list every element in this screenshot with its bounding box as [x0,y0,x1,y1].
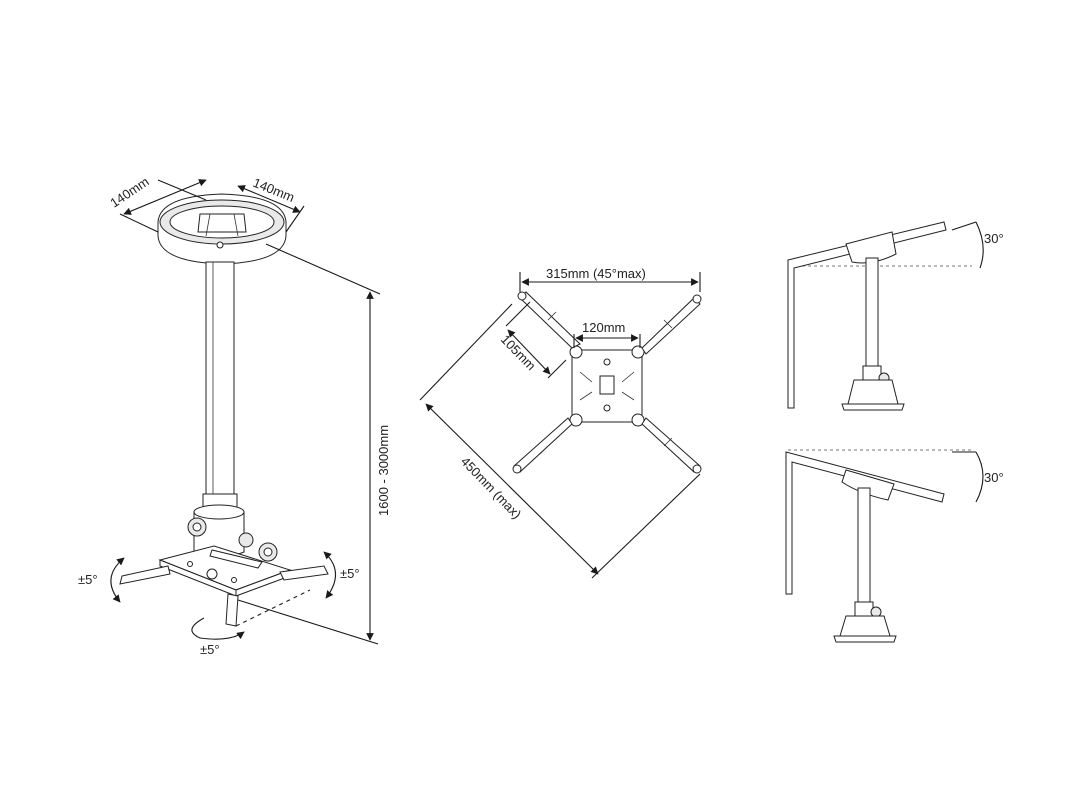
height-range-label: 1600 - 3000mm [376,425,391,516]
angled-ceiling-view-bottom [785,449,984,643]
plate-dimensions [119,179,305,233]
rotate-arrow-icon [323,551,337,599]
bracket-dimensions [419,272,701,579]
tilt-right-label: ±5° [340,566,360,581]
tilt-right-arrow [323,551,337,599]
rotate-arrow-icon [110,557,125,603]
arm-length-label: 105mm [498,332,539,374]
swivel-arrow [191,589,311,640]
diagonal-max-label: 450mm (max) [458,454,524,522]
swivel-label: ±5° [200,642,220,657]
center-span-label: 120mm [582,320,625,335]
ceiling-angle-top-label: 30° [984,231,1004,246]
arm-span-top-label: 315mm (45°max) [546,266,646,281]
tilt-left-arrow [110,557,125,603]
mount-full-view [119,193,329,627]
tilt-left-label: ±5° [78,572,98,587]
rotate-arrow-icon [191,617,245,640]
angled-ceiling-view-top [787,221,984,411]
ceiling-angle-bottom-label: 30° [984,470,1004,485]
height-dimension [237,243,381,645]
bracket-top-view [512,291,702,474]
